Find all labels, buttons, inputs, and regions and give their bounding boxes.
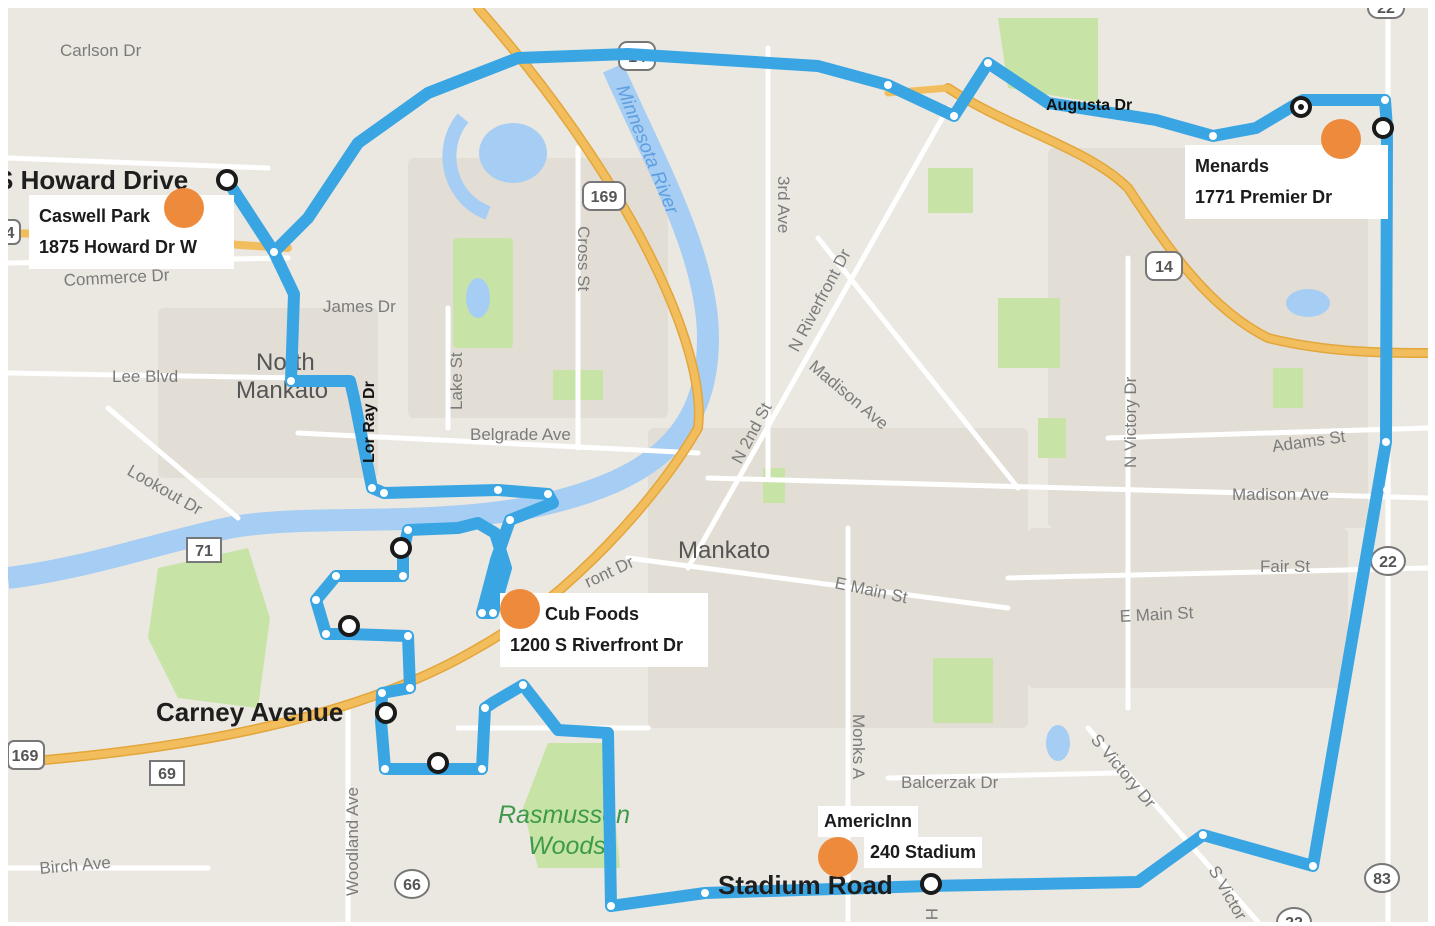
street-label-lake: Lake St — [447, 352, 466, 410]
street-label-lee: Lee Blvd — [112, 367, 178, 386]
stop-label-howard: S Howard Drive — [8, 165, 188, 195]
callout-caswell-address: 1875 Howard Dr W — [39, 237, 198, 257]
park-label-woods: Woods — [528, 832, 606, 860]
stop-menards — [1372, 117, 1394, 139]
callout-americinn: AmericInn 240 Stadium — [808, 800, 1008, 874]
callout-menards-address: 1771 Premier Dr — [1195, 187, 1333, 207]
street-label-fair: Fair St — [1260, 557, 1310, 576]
bus-stops — [216, 96, 1394, 895]
svg-text:169: 169 — [12, 748, 39, 765]
street-label-e-main-east: E Main St — [1119, 603, 1194, 626]
us14-shield-right: 14 — [1145, 251, 1183, 281]
street-label-cross: Cross St — [574, 226, 593, 291]
svg-text:4: 4 — [8, 225, 15, 242]
stop-carney — [375, 702, 397, 724]
mn66-shield: 66 — [394, 869, 430, 899]
city-label-mankato: Mankato — [678, 537, 770, 564]
park-east-3 — [1038, 418, 1066, 458]
us169-shield-center: 169 — [582, 181, 626, 211]
street-label-monks: Monks A — [849, 714, 868, 780]
lake-east — [1286, 289, 1330, 317]
svg-text:169: 169 — [591, 189, 618, 206]
svg-text:14: 14 — [1155, 259, 1173, 276]
callout-americinn-name: AmericInn — [818, 806, 919, 837]
poi-caswell-park[interactable] — [164, 188, 204, 228]
svg-text:66: 66 — [403, 877, 421, 894]
left-edge-shield: 4 — [8, 219, 21, 245]
street-label-n-victory: N Victory Dr — [1121, 376, 1140, 468]
street-label-james: James Dr — [323, 297, 396, 316]
svg-text:83: 83 — [1373, 871, 1391, 888]
parks — [148, 18, 1303, 868]
callout-cub-foods: Cub Foods 1200 S Riverfront Dr — [500, 593, 708, 667]
lake-south — [1046, 725, 1070, 761]
lake-center — [466, 278, 490, 318]
lakes — [466, 123, 1330, 761]
street-label-madison-east: Madison Ave — [1232, 485, 1329, 504]
park-east-1 — [998, 298, 1060, 368]
callout-caswell-name: Caswell Park — [39, 206, 151, 226]
route-label-lor-ray: Lor Ray Dr — [361, 381, 378, 463]
poi-americinn[interactable] — [818, 837, 858, 877]
callout-menards: Menards 1771 Premier Dr — [1185, 145, 1388, 219]
route-vertices — [270, 59, 1391, 910]
street-label-belgrade: Belgrade Ave — [470, 425, 571, 444]
mn22-shield-top: 22 — [1367, 8, 1405, 19]
map-canvas[interactable]: 14 14 169 169 22 22 22 83 71 69 66 4 Car… — [8, 8, 1428, 922]
street-label-h-fragment: H — [922, 908, 941, 920]
stop-stadium — [920, 873, 942, 895]
callout-cub-name: Cub Foods — [545, 604, 639, 624]
us169-shield-left: 169 — [8, 740, 45, 770]
park-south — [933, 658, 993, 723]
mn69-shield: 69 — [149, 760, 185, 786]
mn22-shield-bottom: 22 — [1276, 907, 1312, 922]
callout-americinn-address: 240 Stadium — [864, 837, 983, 868]
svg-text:22: 22 — [1379, 554, 1397, 571]
poi-menards[interactable] — [1321, 119, 1361, 159]
route-label-augusta: Augusta Dr — [1046, 97, 1132, 114]
stop-howard — [216, 169, 238, 191]
street-label-balcerzak: Balcerzak Dr — [901, 773, 999, 792]
svg-text:22: 22 — [1377, 8, 1395, 17]
lake-north — [479, 123, 547, 183]
stop-marker-2 — [338, 615, 360, 637]
street-label-woodland: Woodland Ave — [343, 787, 362, 896]
stop-label-stadium: Stadium Road — [718, 870, 893, 900]
street-label-third: 3rd Ave — [774, 176, 793, 233]
callout-menards-name: Menards — [1195, 156, 1270, 176]
park-east-2 — [928, 168, 973, 213]
svg-text:22: 22 — [1285, 915, 1303, 922]
mn83-shield: 83 — [1364, 863, 1400, 893]
callout-cub-address: 1200 S Riverfront Dr — [510, 635, 684, 655]
park-east-4 — [1273, 368, 1303, 408]
poi-cub-foods[interactable] — [500, 589, 540, 629]
street-label-carlson: Carlson Dr — [60, 41, 142, 60]
svg-text:71: 71 — [195, 543, 213, 560]
svg-text:69: 69 — [158, 766, 176, 783]
park-west — [148, 548, 270, 708]
mn71-shield: 71 — [186, 537, 222, 563]
mn22-shield-right: 22 — [1370, 546, 1406, 576]
stop-label-carney: Carney Avenue — [156, 697, 343, 727]
stop-marker-1 — [390, 537, 412, 559]
rasmussen-woods-park — [523, 743, 620, 868]
stop-marker-3 — [427, 752, 449, 774]
bus-route-line — [221, 48, 1393, 912]
